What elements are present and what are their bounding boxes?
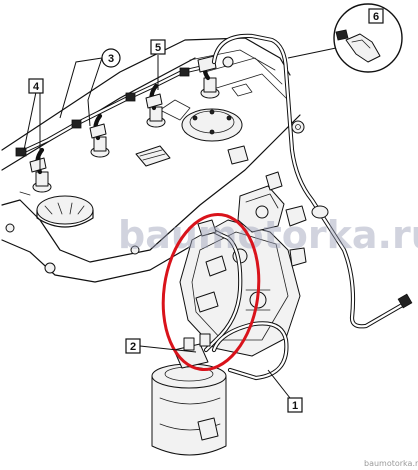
- callout-3: 3: [101, 48, 121, 68]
- callout-3-label: 3: [108, 53, 114, 65]
- callout-4-label: 4: [33, 81, 40, 93]
- callout-4: 4: [28, 78, 44, 94]
- fuel-return-line: [15, 59, 211, 175]
- watermark: baumotorka.ru: [118, 213, 418, 257]
- logo-plate: [135, 145, 171, 167]
- callout-6: 6: [368, 8, 384, 24]
- return-pipe: [211, 33, 413, 329]
- callout-5: 5: [150, 39, 166, 55]
- callout-2: 2: [125, 338, 141, 354]
- injectors: [32, 77, 220, 193]
- clip-detail-inset: [287, 3, 403, 73]
- fuel-hose-loop: [211, 321, 289, 381]
- callout-2-label: 2: [130, 341, 136, 353]
- callout-1: 1: [287, 397, 303, 413]
- callout-5-label: 5: [155, 42, 161, 54]
- callout-6-label: 6: [373, 11, 379, 23]
- leader-lines: [23, 55, 291, 399]
- corner-watermark: baumotorka.ru: [364, 459, 418, 468]
- callout-1-label: 1: [292, 400, 298, 412]
- hose-clips: [29, 55, 217, 173]
- valve-cover: [1, 37, 305, 283]
- breather-unit: [181, 108, 249, 165]
- fuel-filter: [151, 333, 227, 456]
- oil-filler-cap: [36, 195, 94, 228]
- highlight-ellipse: [161, 212, 261, 372]
- fuel-supply-line: [197, 219, 243, 353]
